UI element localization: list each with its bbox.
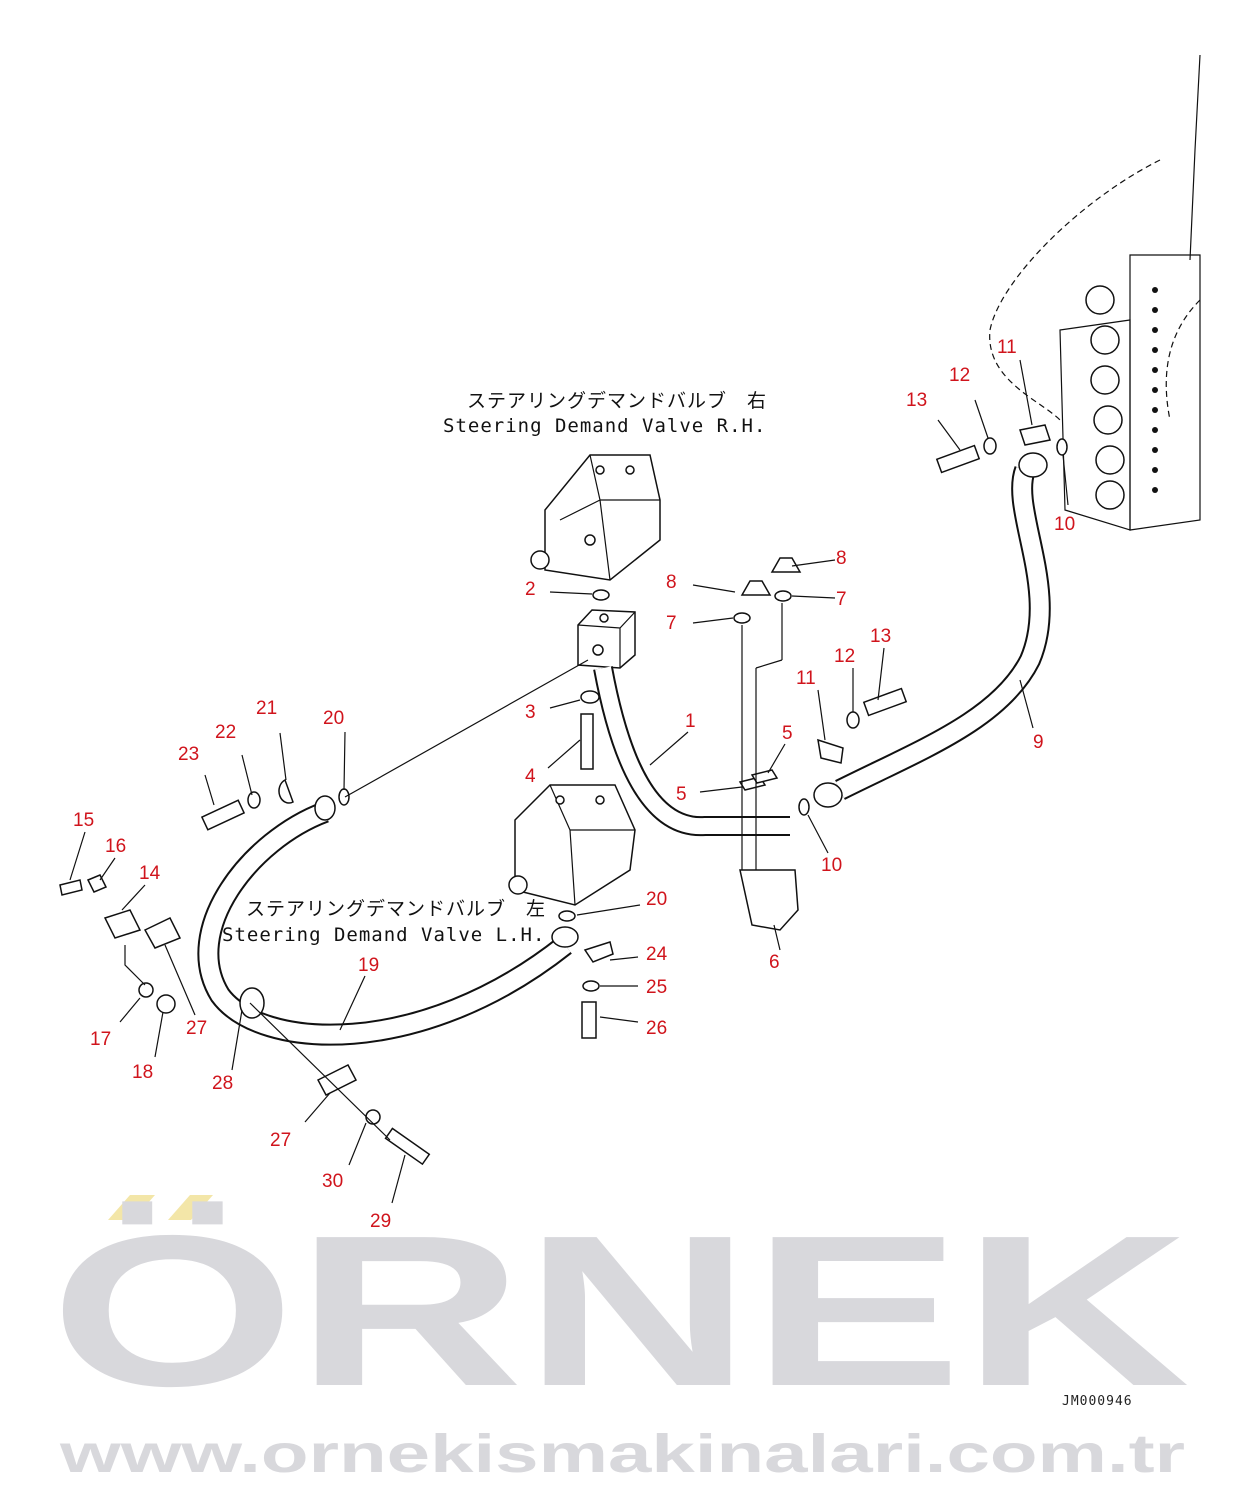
drawing-code: JM000946: [1062, 1394, 1133, 1409]
block-part-1: [577, 609, 636, 669]
callout: 6: [769, 952, 780, 973]
watermark-accent: [168, 1195, 213, 1220]
callout: 8: [836, 548, 847, 569]
callout: 21: [256, 698, 277, 719]
callout: 5: [782, 723, 793, 744]
callout: 30: [322, 1171, 343, 1192]
callout: 8: [666, 572, 677, 593]
callout: 4: [525, 766, 536, 787]
callout: 12: [949, 365, 970, 386]
callouts: 1 2 3 4 5 5 6 7 7 8 8 9 10 10 11 11 12 1…: [73, 337, 1075, 1232]
callout: 7: [666, 613, 677, 634]
callout: 11: [997, 337, 1017, 358]
leader-lines: [69, 359, 1069, 1204]
hoses: [197, 452, 1051, 1046]
caption-lh-jp: ステアリングデマンドバルブ 左: [246, 897, 546, 920]
callout: 13: [870, 626, 891, 647]
callout: 9: [1033, 732, 1044, 753]
callout: 28: [212, 1073, 233, 1094]
callout: 12: [834, 646, 855, 667]
watermark-accent: [108, 1195, 155, 1220]
callout: 27: [270, 1130, 291, 1151]
callout: 24: [646, 944, 668, 965]
callout: 19: [358, 955, 379, 976]
callout: 14: [139, 863, 161, 884]
callout: 5: [676, 784, 687, 805]
callout: 3: [525, 702, 536, 723]
callout: 11: [796, 668, 816, 689]
callout: 15: [73, 810, 94, 831]
callout: 18: [132, 1062, 153, 1083]
callout: 10: [821, 855, 842, 876]
callout: 1: [685, 711, 696, 732]
callout: 25: [646, 977, 667, 998]
callout: 13: [906, 390, 927, 411]
caption-lh-en: Steering Demand Valve L.H.: [222, 924, 545, 946]
callout: 2: [525, 579, 536, 600]
callout: 20: [323, 708, 344, 729]
steering-demand-valve-lh: [508, 784, 636, 906]
callout: 10: [1054, 514, 1075, 535]
callout: 16: [105, 836, 126, 857]
callout: 7: [836, 589, 847, 610]
fasteners: [59, 424, 1068, 1166]
caption-rh-en: Steering Demand Valve R.H.: [443, 415, 766, 437]
callout: 22: [215, 722, 236, 743]
callout: 27: [186, 1018, 207, 1039]
watermark: ÖRNEK www.ornekismakinalari.com.tr: [50, 1190, 1190, 1484]
callout: 29: [370, 1211, 391, 1232]
callout: 23: [178, 744, 199, 765]
control-valve-frame: [989, 54, 1201, 531]
caption-rh-jp: ステアリングデマンドバルブ 右: [467, 389, 767, 412]
callout: 20: [646, 889, 667, 910]
steering-demand-valve-rh: [530, 454, 661, 581]
callout: 17: [90, 1029, 111, 1050]
watermark-brand: ÖRNEK: [50, 1190, 1190, 1431]
watermark-url: www.ornekismakinalari.com.tr: [59, 1424, 1185, 1484]
callout: 26: [646, 1018, 667, 1039]
